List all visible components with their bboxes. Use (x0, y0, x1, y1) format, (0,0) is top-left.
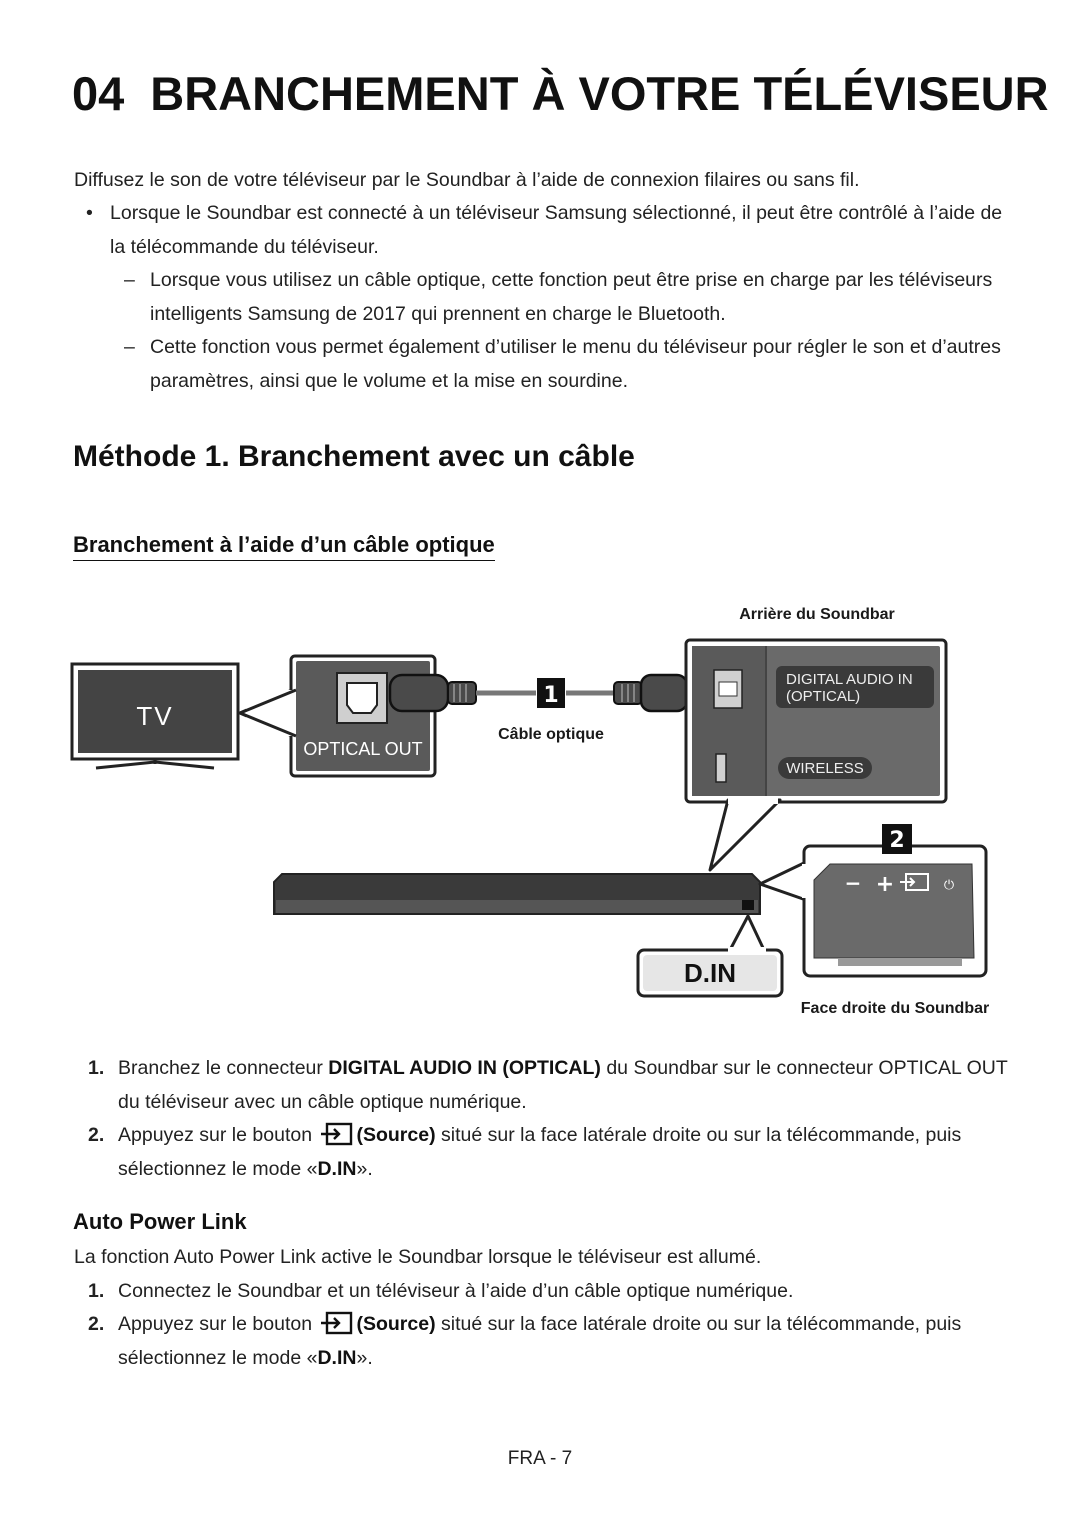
auto-power-desc: La fonction Auto Power Link active le So… (74, 1246, 762, 1268)
source-icon (900, 873, 929, 891)
step-text-bold: DIGITAL AUDIO IN (OPTICAL) (328, 1057, 601, 1079)
soundbar-illustration (273, 873, 761, 915)
dash-marker: – (124, 269, 135, 291)
auto-power-step-1: 1. Connectez le Soundbar et un téléviseu… (88, 1275, 1028, 1309)
step-text-post: ». (356, 1157, 373, 1180)
panel-minus: − (845, 871, 862, 895)
step-text-mode: D.IN (317, 1346, 357, 1369)
svg-text:1: 1 (543, 683, 558, 708)
wireless-label: WIRELESS (786, 760, 864, 777)
page-title: 04 BRANCHEMENT À VOTRE TÉLÉVISEUR (72, 66, 1049, 121)
optical-heading: Branchement à l’aide d’un câble optique (73, 532, 495, 561)
step-text-post: ». (356, 1346, 373, 1369)
auto-power-heading: Auto Power Link (73, 1209, 247, 1234)
step-text: Appuyez sur le bouton (Source) situé sur… (118, 1119, 1028, 1186)
step-text-pre: Branchez le connecteur (118, 1057, 329, 1079)
auto-power-step-2: 2. Appuyez sur le bouton (Source) situé … (88, 1308, 1028, 1375)
bullet-marker: • (86, 202, 93, 224)
step-text-bold: (Source) (356, 1313, 436, 1335)
dash-marker: – (124, 336, 135, 358)
step-text-pre: Appuyez sur le bouton (118, 1313, 318, 1335)
step-number: 1. (88, 1280, 105, 1302)
section-title: BRANCHEMENT À VOTRE TÉLÉVISEUR (150, 67, 1049, 120)
connection-diagram: Arrière du Soundbar TV OPTICAL OUT (70, 606, 989, 1017)
step-text: Appuyez sur le bouton (Source) situé sur… (118, 1308, 1028, 1375)
sub-item-1: – Lorsque vous utilisez un câble optique… (124, 264, 1004, 331)
optical-label: (OPTICAL) (786, 688, 860, 705)
step-text-pre: Appuyez sur le bouton (118, 1124, 318, 1146)
sub-item-2: – Cette fonction vous permet également d… (124, 331, 1004, 398)
step-text-bold: (Source) (356, 1124, 436, 1146)
optical-out-panel: OPTICAL OUT (239, 654, 437, 778)
marker-2: 2 (882, 824, 912, 854)
sub-item-text: Lorsque vous utilisez un câble optique, … (150, 269, 993, 325)
digital-audio-label: DIGITAL AUDIO IN (786, 671, 913, 688)
cable-label: Câble optique (498, 726, 604, 743)
svg-text:D.IN: D.IN (684, 958, 736, 988)
svg-text:2: 2 (889, 828, 904, 853)
soundbar-rear-panel: DIGITAL AUDIO IN (OPTICAL) WIRELESS (684, 638, 948, 804)
rear-label: Arrière du Soundbar (739, 606, 895, 623)
step-number: 2. (88, 1124, 105, 1146)
din-badge: D.IN (636, 947, 784, 998)
intro-paragraph: Diffusez le son de votre téléviseur par … (74, 169, 860, 191)
step-text-mid: situé sur la face latérale droite ou sur… (118, 1124, 962, 1180)
panel-plus: + (876, 872, 894, 897)
step-text-post: du Soundbar sur le connecteur OPTICAL OU… (118, 1057, 1008, 1113)
tv-label: TV (136, 701, 173, 731)
step-text: Branchez le connecteur DIGITAL AUDIO IN … (118, 1052, 1028, 1119)
step-number: 1. (88, 1057, 105, 1079)
bullet-text: Lorsque le Soundbar est connecté à un té… (110, 202, 1003, 258)
method-heading: Méthode 1. Branchement avec un câble (73, 440, 635, 473)
source-button-icon (321, 1311, 353, 1335)
section-number: 04 (72, 67, 125, 120)
power-icon: ⏻ (944, 878, 954, 893)
step-number: 2. (88, 1313, 105, 1335)
source-button-icon (321, 1122, 353, 1146)
tv-illustration: TV (70, 662, 240, 770)
soundbar-right-panel: − + ⏻ (802, 844, 988, 978)
step-text: Connectez le Soundbar et un téléviseur à… (118, 1280, 794, 1302)
optical-step-1: 1. Branchez le connecteur DIGITAL AUDIO … (88, 1052, 1028, 1119)
optical-cable (388, 673, 689, 713)
marker-1: 1 (537, 678, 565, 708)
optical-step-2: 2. Appuyez sur le bouton (Source) situé … (88, 1119, 1028, 1186)
page-footer: FRA - 7 (507, 1448, 573, 1469)
bullet-item: • Lorsque le Soundbar est connecté à un … (86, 197, 1016, 264)
sub-item-text: Cette fonction vous permet également d’u… (150, 336, 1001, 392)
step-text-mid: situé sur la face latérale droite ou sur… (118, 1313, 962, 1369)
right-side-label: Face droite du Soundbar (801, 1000, 989, 1017)
optical-out-label: OPTICAL OUT (303, 739, 422, 759)
step-text-mode: D.IN (317, 1157, 357, 1180)
